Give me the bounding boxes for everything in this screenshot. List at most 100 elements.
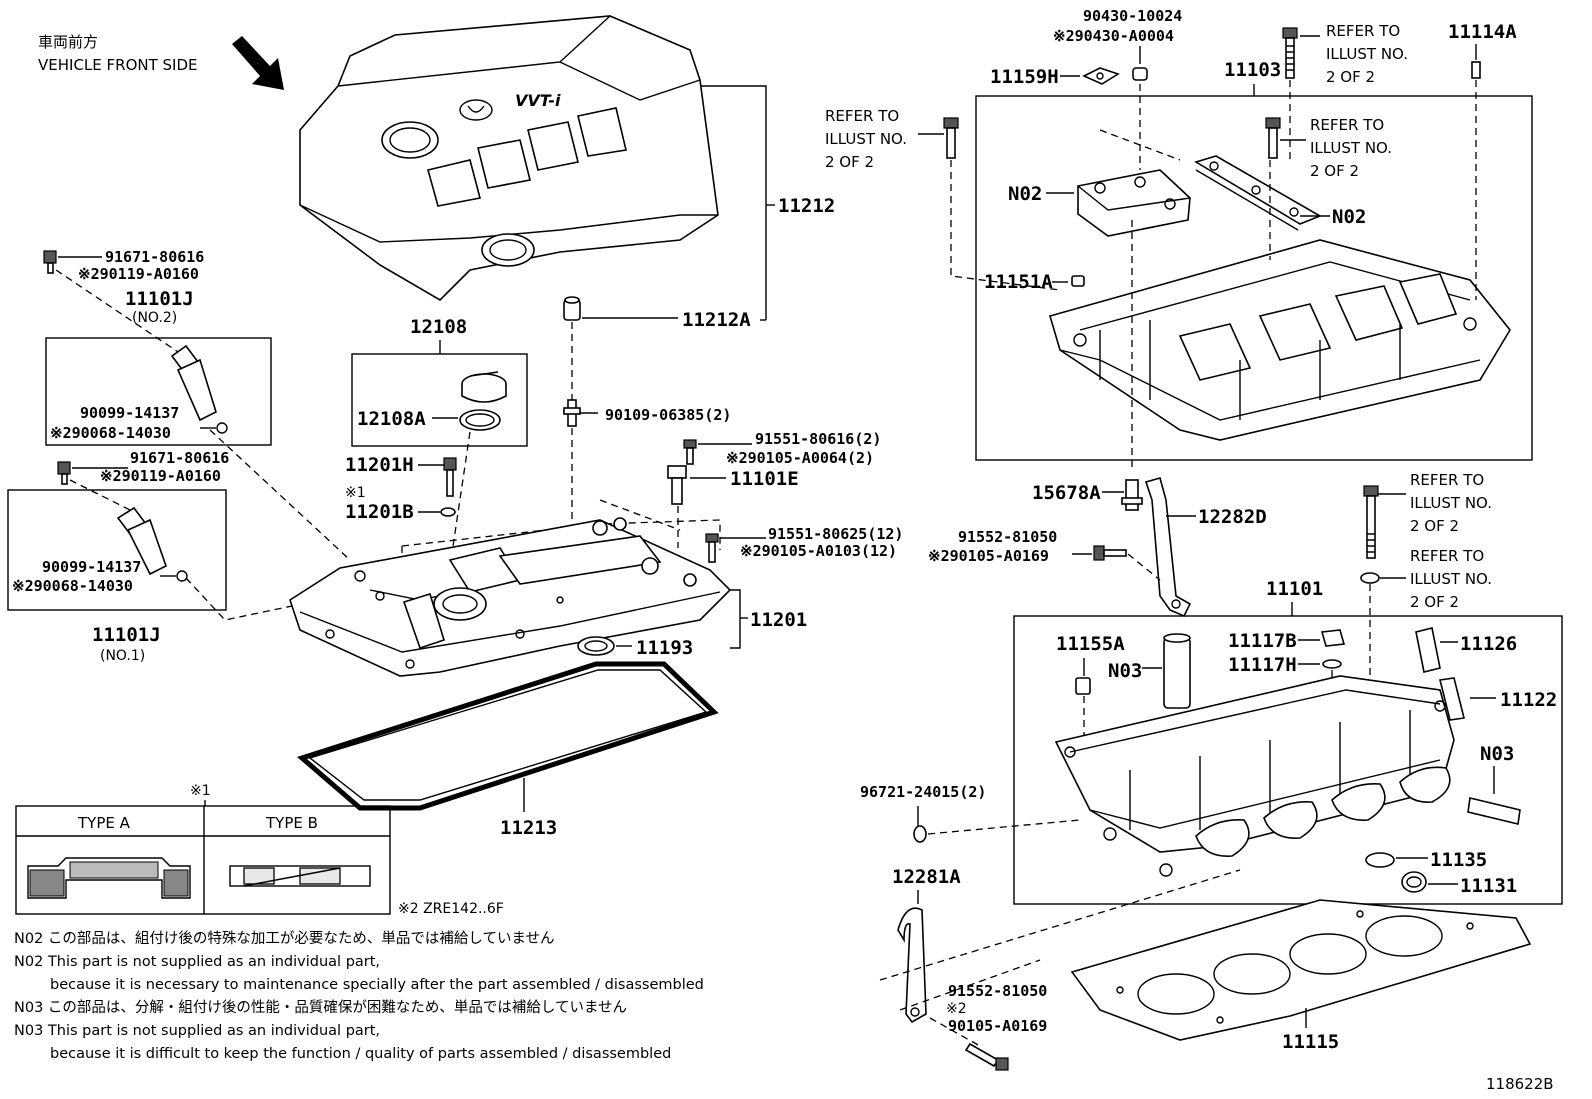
refer-4-l3: 2 OF 2 [1410,517,1459,535]
bolt-11103[interactable] [1282,27,1298,79]
label-11213: 11213 [500,817,557,839]
label-90119-A0160-a: ※290119-A0160 [78,265,199,283]
oil-control-valve-11101J-no1[interactable] [116,506,188,582]
label-11117H: 11117H [1228,654,1297,676]
washer-refer-5[interactable] [1360,572,1380,584]
illustration-id: 118622B [1486,1075,1554,1093]
box-cylinder-head [1013,615,1563,905]
bolt-91671-80616-a[interactable] [43,250,57,274]
mark-1: ※1 [345,485,366,501]
refer-1-l2: ILLUST NO. [1326,45,1408,63]
gasket-90430-10024[interactable] [1132,67,1148,81]
bolt-refer-2[interactable] [943,117,959,159]
type-table-footnote: ※2 ZRE142..6F [398,901,504,917]
gasket-12108A[interactable] [459,409,501,431]
stud-bolt-90109-06385[interactable] [563,399,581,427]
engine-cover-11212[interactable]: VVT-i [299,15,719,302]
guide-N03-b[interactable] [1467,797,1521,825]
box-12108 [351,353,528,447]
label-11126: 11126 [1460,633,1517,655]
type-table [15,805,391,915]
label-N03-a: N03 [1108,660,1142,682]
label-90105-A0169-b: 90105-A0169 [948,1017,1047,1035]
engine-hanger-12282D[interactable] [1144,477,1192,618]
label-11131: 11131 [1460,875,1517,897]
label-11135: 11135 [1430,849,1487,871]
plug-15678A[interactable] [1121,479,1143,511]
pipe-11126[interactable] [1415,627,1441,673]
label-11155A: 11155A [1056,633,1125,655]
label-90099-14137-b: 90099-14137 [42,558,141,576]
refer-5-l2: ILLUST NO. [1410,570,1492,588]
gasket-11159H[interactable] [1082,67,1120,85]
front-side-label-jp: 車両前方 [38,33,98,51]
oil-control-valve-11101J-no2[interactable] [170,344,228,434]
label-N02-b: N02 [1332,206,1366,228]
washer-11201B[interactable] [440,507,456,517]
type-a-washer-section-icon [27,857,191,899]
refer-5-l1: REFER TO [1410,547,1484,565]
bolt-11201H[interactable] [443,457,457,497]
seal-11131[interactable] [1401,871,1427,893]
label-11212: 11212 [778,195,835,217]
bearing-cap-N02-a[interactable] [1077,169,1191,237]
label-11159H: 11159H [990,66,1059,88]
refer-1-l1: REFER TO [1326,22,1400,40]
camshaft-sensor-11101E[interactable] [667,465,687,505]
bolt-91552-81050-a[interactable] [1093,545,1127,561]
ring-96721-24015[interactable] [913,825,927,843]
label-no2: (NO.2) [132,310,177,326]
refer-4-l2: ILLUST NO. [1410,494,1492,512]
bolt-91671-80616-b[interactable] [57,461,71,485]
label-90099-14137-a: 90099-14137 [80,404,179,422]
cylinder-head-cover-11201[interactable] [289,517,732,677]
refer-2-l3: 2 OF 2 [825,153,874,171]
note-n02-en-1: N02 This part is not supplied as an indi… [14,954,380,970]
box-11101J-no2 [45,337,272,446]
label-90109-06385: 90109-06385(2) [605,406,731,424]
label-no1: (NO.1) [100,648,145,664]
label-11193: 11193 [636,637,693,659]
bolt-refer-3[interactable] [1265,117,1281,159]
pin-11114A[interactable] [1471,61,1481,79]
bolt-91551-80625[interactable] [705,533,719,563]
bolt-refer-4[interactable] [1363,485,1379,559]
engine-hanger-12281A[interactable] [897,907,927,1024]
note-n03-jp: N03 この部品は、分解・組付け後の性能・品質確保が困難なため、単品では補給して… [14,998,627,1016]
label-15678A: 15678A [1032,482,1101,504]
label-90068-14030-a: ※290068-14030 [50,424,171,442]
bearing-cap-N02-b[interactable] [1194,155,1322,231]
gasket-11193[interactable] [577,636,615,656]
bolt-91552-81050-b[interactable] [964,1042,1009,1071]
cover-gasket-11213[interactable] [296,661,719,811]
label-11101E: 11101E [730,468,799,490]
note-n03-en-1: N03 This part is not supplied as an indi… [14,1023,380,1039]
label-91551-80616: 91551-80616(2) [755,430,881,448]
label-91671-80616-b: 91671-80616 [130,449,229,467]
oil-filler-cap-12108[interactable] [461,371,507,403]
label-11151A: 11151A [984,271,1053,293]
dowel-11155A[interactable] [1075,677,1091,695]
camshaft-housing[interactable] [1049,239,1511,441]
note-n02-jp: N02 この部品は、組付け後の特殊な加工が必要なため、単品では補給していません [14,930,555,947]
gasket-11135[interactable] [1365,852,1395,868]
plug-11117B[interactable] [1320,629,1346,647]
head-gasket-11115[interactable] [1070,899,1532,1041]
front-side-label-en: VEHICLE FRONT SIDE [38,56,198,74]
label-90430-10024: 90430-10024 [1083,7,1182,25]
label-11101J-no1: 11101J [92,624,161,646]
guide-N03-a[interactable] [1163,633,1191,709]
dowel-11151A[interactable] [1071,275,1085,287]
refer-3-l3: 2 OF 2 [1310,162,1359,180]
cylinder-head-11101[interactable] [1054,675,1455,877]
label-91551-80625: 91551-80625(12) [768,525,903,543]
label-90119-A0160-b: ※290119-A0160 [100,467,221,485]
gasket-11117H[interactable] [1322,659,1342,669]
refer-3-l2: ILLUST NO. [1310,139,1392,157]
refer-5-l3: 2 OF 2 [1410,593,1459,611]
grommet-11212A[interactable] [563,296,581,321]
label-91552-81050-b: 91552-81050 [948,982,1047,1000]
bolt-91551-80616[interactable] [683,439,697,465]
pipe-11122[interactable] [1439,677,1465,721]
